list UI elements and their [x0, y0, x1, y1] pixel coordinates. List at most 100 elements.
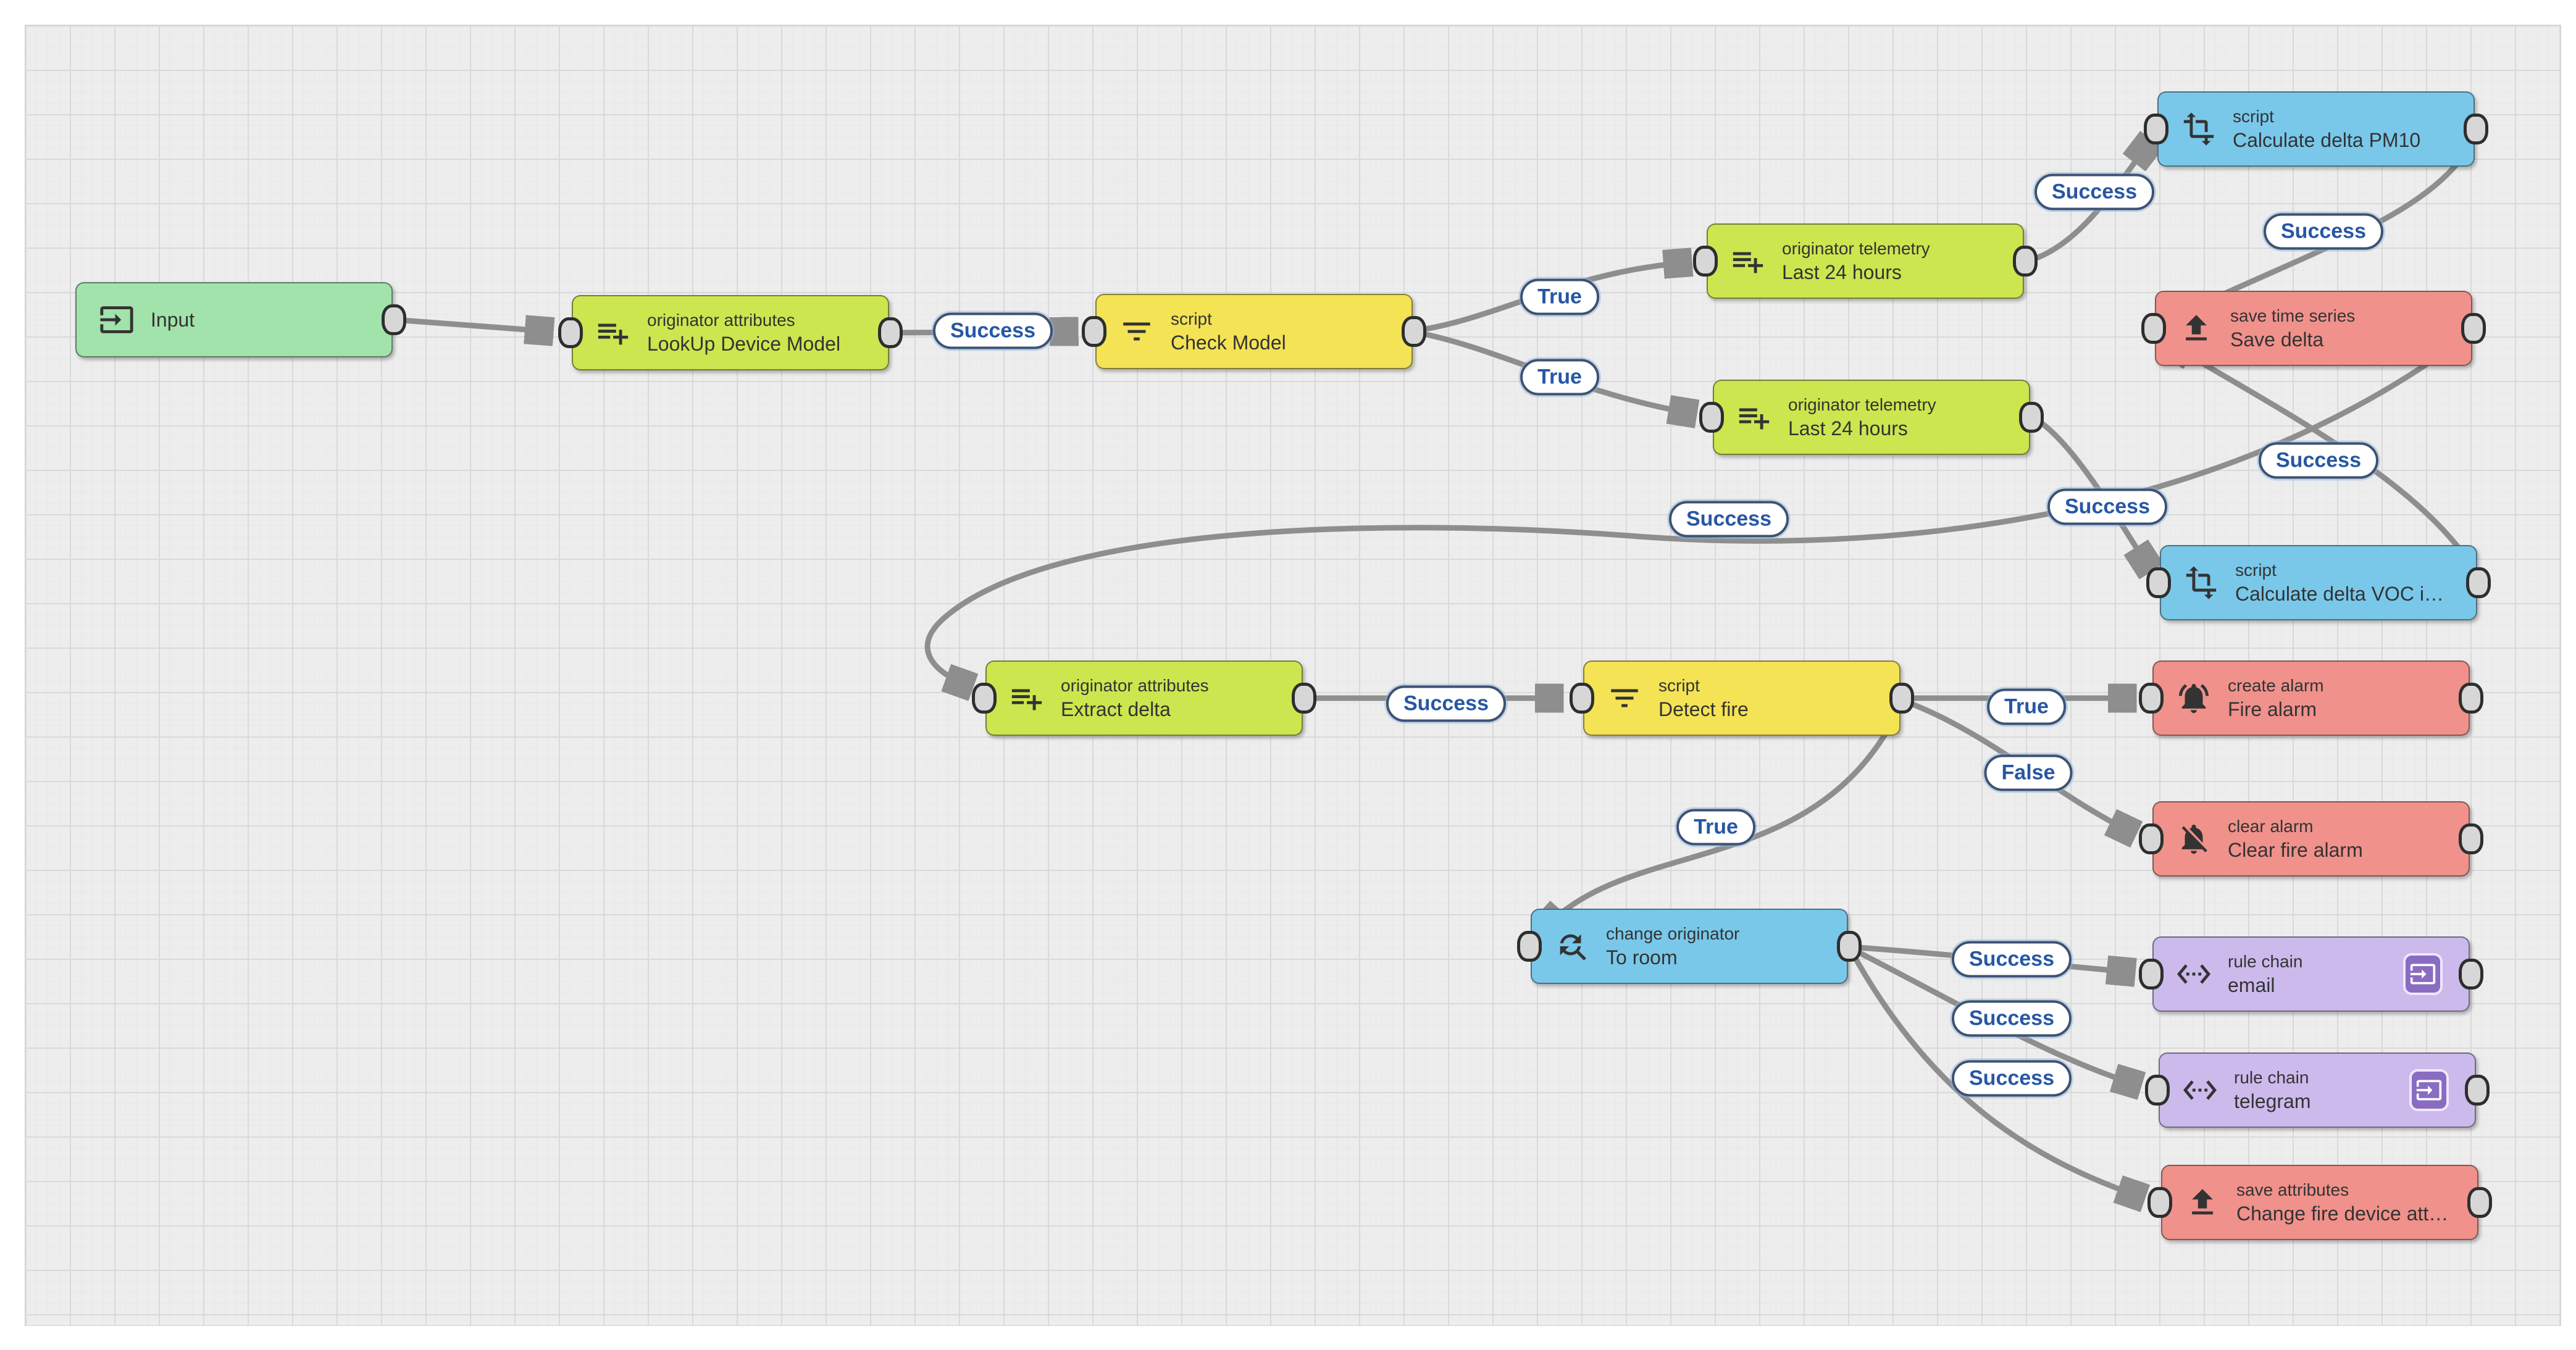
input-port[interactable] — [558, 317, 583, 348]
edge-label-success[interactable]: Success — [1669, 501, 1789, 538]
node-type: clear alarm — [2228, 817, 2314, 836]
output-port[interactable] — [2019, 402, 2044, 433]
node-input[interactable]: Input — [75, 282, 406, 357]
input-port[interactable] — [2141, 313, 2166, 344]
node-name: Clear fire alarm — [2228, 839, 2363, 861]
output-port[interactable] — [2465, 1075, 2490, 1106]
node-type: rule chain — [2234, 1068, 2309, 1087]
edge-label-true[interactable]: True — [1987, 688, 2066, 725]
node-type: originator attributes — [647, 310, 795, 330]
edge-label-success[interactable]: Success — [933, 312, 1053, 349]
input-port[interactable] — [2139, 683, 2164, 714]
edge-savedelta-extract[interactable] — [924, 327, 2477, 686]
edge-label-success[interactable]: Success — [2264, 213, 2383, 250]
filter-list-icon — [1611, 689, 1638, 707]
edge-label-true[interactable]: True — [1676, 809, 1755, 846]
node-name: Last 24 hours — [1782, 261, 1902, 283]
output-port[interactable] — [1402, 316, 1426, 347]
input-icon — [2416, 1080, 2442, 1101]
output-port[interactable] — [2466, 567, 2491, 598]
input-port[interactable] — [2139, 823, 2164, 854]
input-port[interactable] — [1699, 402, 1724, 433]
output-port[interactable] — [2464, 114, 2488, 144]
input-port[interactable] — [2146, 567, 2171, 598]
playlist-add-icon — [598, 323, 629, 345]
output-port[interactable] — [2461, 313, 2486, 344]
bell-active-icon — [2178, 684, 2209, 714]
ethernet-icon — [2183, 1080, 2217, 1100]
output-port[interactable] — [2459, 683, 2483, 714]
find-replace-icon — [1560, 934, 1586, 960]
output-port[interactable] — [1889, 683, 1914, 714]
input-icon — [100, 306, 133, 333]
output-port[interactable] — [878, 317, 903, 348]
output-port[interactable] — [2459, 959, 2483, 990]
node-name: Detect fire — [1658, 698, 1749, 720]
open-rule-chain-button[interactable] — [2409, 1069, 2449, 1111]
edge-label-true[interactable]: True — [1520, 359, 1599, 396]
output-port[interactable] — [2467, 1187, 2492, 1218]
node-name: Extract delta — [1061, 698, 1171, 720]
output-port[interactable] — [2013, 246, 2038, 277]
output-port[interactable] — [1837, 931, 1862, 962]
edge-label-success[interactable]: Success — [2047, 488, 2167, 525]
edge-label-success[interactable]: Success — [1952, 1000, 2072, 1037]
edge-label-success[interactable]: Success — [2034, 173, 2154, 210]
node-name: Save delta — [2230, 328, 2324, 351]
node-name: Fire alarm — [2228, 698, 2317, 720]
node-type: originator telemetry — [1788, 395, 1936, 414]
input-port[interactable] — [1082, 316, 1106, 347]
edge-toroom-saveattrs[interactable] — [1848, 948, 2143, 1198]
input-port[interactable] — [972, 683, 997, 714]
edge-input-lookup[interactable] — [395, 320, 551, 331]
edge-label-false[interactable]: False — [1984, 754, 2073, 791]
input-port[interactable] — [1517, 931, 1542, 962]
input-port[interactable] — [2139, 959, 2164, 990]
open-rule-chain-button[interactable] — [2403, 953, 2443, 995]
bell-off-icon — [2181, 825, 2207, 854]
input-port[interactable] — [1693, 246, 1718, 277]
input-port[interactable] — [2144, 114, 2168, 144]
node-name: To room — [1606, 946, 1678, 969]
edge-telemetrytop-pm10[interactable] — [2026, 142, 2150, 264]
node-type: script — [1658, 676, 1700, 695]
output-port[interactable] — [2459, 823, 2483, 854]
edge-label-success[interactable]: Success — [1952, 941, 2072, 978]
edge-label-success[interactable]: Success — [2259, 442, 2378, 479]
edge-detect-toroom[interactable] — [1544, 699, 1906, 930]
node-rule-chain-telegram[interactable]: rule chain telegram — [2145, 1052, 2490, 1128]
input-port[interactable] — [2147, 1187, 2172, 1218]
node-name: LookUp Device Model — [647, 333, 841, 355]
edge-telemetrybot-voc[interactable] — [2031, 415, 2150, 569]
filter-list-icon — [1123, 322, 1150, 341]
edge-label-success[interactable]: Success — [1386, 685, 1506, 722]
output-port[interactable] — [382, 304, 406, 335]
input-port[interactable] — [2145, 1075, 2170, 1106]
edge-label-success[interactable]: Success — [1952, 1060, 2072, 1097]
node-type: script — [2233, 107, 2274, 126]
playlist-add-icon — [1011, 689, 1042, 710]
node-type: originator telemetry — [1782, 239, 1930, 258]
node-name: Last 24 hours — [1788, 417, 1908, 440]
node-type: create alarm — [2228, 676, 2324, 695]
input-port[interactable] — [1570, 683, 1594, 714]
node-name: telegram — [2234, 1090, 2311, 1112]
playlist-add-icon — [1733, 252, 1763, 273]
output-port[interactable] — [1292, 683, 1316, 714]
edge-label-true[interactable]: True — [1520, 278, 1599, 315]
